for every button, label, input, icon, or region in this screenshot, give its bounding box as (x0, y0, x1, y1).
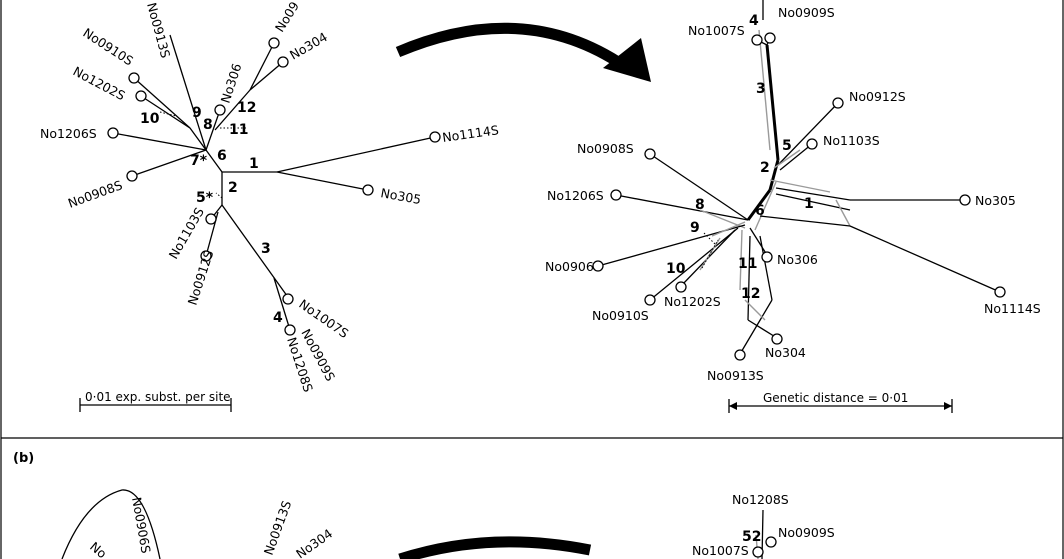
panel-a-tree: No0913S No0910S No1202S No1206S No0908S … (40, 0, 500, 412)
network-tip-nodes (592, 32, 1006, 361)
network-scale-bar (728, 399, 953, 413)
transform-arrow-b (398, 536, 592, 559)
network-tip-label: No0909S (778, 5, 835, 20)
network-tip-label: No1007S (688, 23, 745, 38)
tree-branch-number: 4 (273, 310, 283, 326)
network-split-number: 10 (666, 261, 686, 277)
network-tip-label: No0906 (545, 259, 594, 274)
network-split-number: 5 (782, 138, 792, 154)
tree-tip-label: No0912S (185, 248, 217, 307)
tree-tip-label: No1202S (71, 63, 128, 103)
panel-a-network: No0909S No1007S No0912S No1103S No0908S … (545, 0, 1041, 413)
network-scale-label: Genetic distance = 0·01 (763, 391, 908, 405)
network-split-number: 2 (760, 160, 770, 176)
panel-b-tree-tip-label: No304 (293, 526, 335, 559)
tree-branch-number: 11 (229, 122, 248, 138)
network-tip-label: No0910S (592, 308, 649, 323)
tree-branch-number: 2 (228, 180, 238, 196)
tree-branches (112, 34, 436, 331)
tree-tip-label: No09 (272, 0, 302, 35)
network-split-number: 8 (695, 197, 705, 213)
panel-b-network-tip-label: No1007S (692, 543, 749, 558)
tree-branch-number: 7* (190, 153, 208, 169)
tree-scale-label: 0·01 exp. subst. per site (85, 390, 231, 404)
transform-arrow-a (395, 22, 651, 82)
panel-b-tree: No0906S No0913S No No304 (61, 489, 335, 559)
network-tip-label: No1103S (823, 133, 880, 148)
tree-tip-label: No304 (287, 29, 330, 62)
panel-b-tree-tip-label: No (87, 539, 110, 559)
network-tip-label: No305 (975, 193, 1016, 208)
network-tip-label: No1114S (984, 301, 1041, 316)
tree-branch-number: 5* (196, 190, 214, 206)
network-tip-label: No1202S (664, 294, 721, 309)
network-split-number: 12 (741, 286, 760, 302)
tree-branch-number: 9 (192, 105, 202, 121)
network-split-number: 9 (690, 220, 700, 236)
tree-scale-bar (79, 398, 232, 412)
panel-b-split-number: 52 (742, 529, 761, 545)
tree-branch-number: 3 (261, 241, 271, 257)
tree-tip-label: No1206S (40, 126, 97, 141)
tree-branch-number: 10 (140, 111, 160, 127)
tree-tip-label: No306 (218, 61, 245, 105)
network-split-number: 11 (738, 256, 757, 272)
panel-b-label: (b) (13, 451, 34, 466)
tree-branch-number: 8 (203, 117, 213, 133)
network-tip-label: No1206S (547, 188, 604, 203)
tree-tip-label: No0910S (80, 25, 136, 69)
network-tip-label: No306 (777, 252, 818, 267)
tree-tip-label: No0913S (144, 1, 173, 60)
panel-b-tree-tip-label: No0906S (129, 496, 154, 555)
network-tip-label: No304 (765, 345, 806, 360)
panel-b-network: No1208S No0909S No1007S 52 (692, 492, 835, 559)
tree-tip-label: No0908S (66, 177, 125, 211)
network-split-number: 3 (756, 81, 766, 97)
panel-b-network-tip-label: No1208S (732, 492, 789, 507)
network-split-number: 6 (755, 203, 765, 219)
network-tip-label: No0912S (849, 89, 906, 104)
network-tip-label: No0913S (707, 368, 764, 383)
network-tip-label: No0908S (577, 141, 634, 156)
network-edges (597, 0, 1001, 355)
panel-b-network-tip-label: No0909S (778, 525, 835, 540)
tree-tip-label: No1114S (441, 122, 499, 145)
tree-tip-label: No305 (379, 185, 422, 207)
tree-tip-nodes (107, 37, 441, 336)
tree-branch-number: 1 (249, 156, 259, 172)
tree-branch-number: 6 (217, 148, 227, 164)
panel-b-tree-tip-label: No0913S (261, 499, 295, 558)
network-split-number: 4 (749, 13, 759, 29)
network-split-number: 1 (804, 196, 814, 212)
tree-branch-number: 12 (237, 100, 256, 116)
